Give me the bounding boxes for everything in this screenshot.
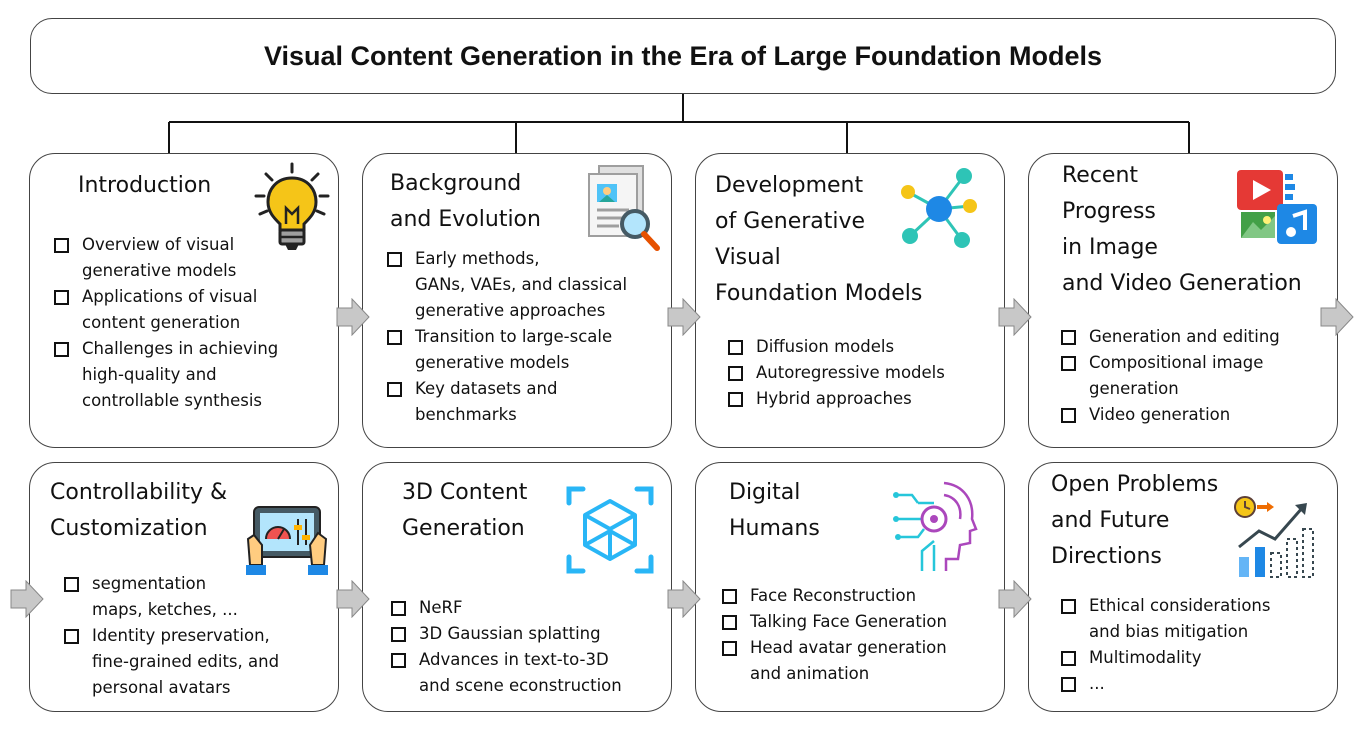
card-heading: 3D Content Generation [402,480,528,541]
flow-arrow-icon [667,298,701,336]
title-box: Visual Content Generation in the Era of … [30,18,1336,94]
flow-arrow-icon [336,580,370,618]
card-heading: Controllability & Customization [50,480,228,541]
list-item: NeRF [389,595,622,621]
item-list: Generation and editing Compositional ima… [1059,324,1280,428]
tablet-control-icon [246,506,328,575]
card-generative-foundation-models: Development of Generative Visual Foundat… [695,153,1005,448]
card-heading: Development of Generative Visual Foundat… [715,173,923,306]
card-heading: Recent Progress in Image and Video Gener… [1062,163,1302,296]
list-item: Identity preservation,fine-grained edits… [62,623,279,701]
list-item: ... [1059,671,1270,697]
flow-arrow-icon [998,298,1032,336]
list-item: Talking Face Generation [720,609,947,635]
list-item: Video generation [1059,402,1280,428]
list-item: Diffusion models [726,334,945,360]
list-item: Face Reconstruction [720,583,947,609]
list-item: Generation and editing [1059,324,1280,350]
flow-arrow-icon [336,298,370,336]
card-heading: Digital Humans [729,480,820,541]
item-list: Diffusion models Autoregressive models H… [726,334,945,412]
item-list: NeRF 3D Gaussian splatting Advances in t… [389,595,622,699]
item-list: Face Reconstruction Talking Face Generat… [720,583,947,687]
flow-arrow-icon [10,580,44,618]
flow-arrow-icon [667,580,701,618]
list-item: Autoregressive models [726,360,945,386]
diagram-title: Visual Content Generation in the Era of … [263,40,1103,71]
document-search-icon [588,165,660,251]
ai-head-icon [893,481,978,571]
card-digital-humans: Digital Humans Face Reconstruction Talki… [695,462,1005,712]
card-open-problems: Open Problems and Future Directions Ethi… [1028,462,1338,712]
card-3d-content: 3D Content Generation NeRF 3D Gaussian s… [362,462,672,712]
flow-arrow-icon [1320,298,1354,336]
list-item: Multimodality [1059,645,1270,671]
card-controllability: Controllability & Customization segmenta… [29,462,339,712]
card-background-evolution: Background and Evolution Early methods,G… [362,153,672,448]
list-item: Hybrid approaches [726,386,945,412]
list-item: 3D Gaussian splatting [389,621,622,647]
card-heading: Open Problems and Future Directions [1051,472,1219,569]
network-hub-icon [901,168,977,248]
media-icon [1237,170,1317,244]
lightbulb-icon [254,162,330,250]
card-heading: Introduction [78,173,212,198]
card-heading: Background and Evolution [390,171,541,232]
growth-chart-icon [1234,496,1314,578]
flow-arrow-icon [998,580,1032,618]
cube-icon [566,486,654,574]
card-recent-progress: Recent Progress in Image and Video Gener… [1028,153,1338,448]
